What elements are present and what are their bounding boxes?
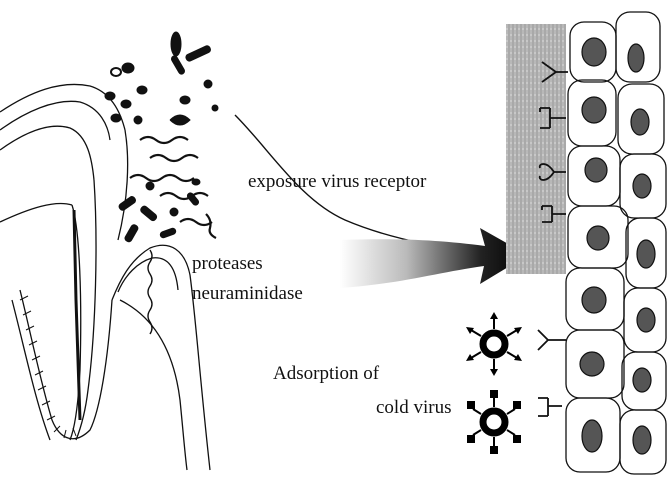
label-neuraminidase: neuraminidase — [192, 284, 303, 303]
virus-icon — [467, 390, 521, 454]
label-proteases: proteases — [192, 254, 263, 273]
label-adsorption-line1: Adsorption of — [273, 364, 379, 383]
label-adsorption-line2: cold virus — [376, 398, 451, 417]
pulp-canal — [74, 210, 80, 420]
bacteria-cluster — [105, 32, 218, 243]
arrow-gradient — [340, 228, 528, 288]
label-exposure-virus-receptor: exposure virus receptor — [248, 172, 426, 191]
mucus-layer — [506, 24, 566, 274]
tooth-icon — [0, 84, 210, 470]
virus-icon — [466, 312, 522, 376]
